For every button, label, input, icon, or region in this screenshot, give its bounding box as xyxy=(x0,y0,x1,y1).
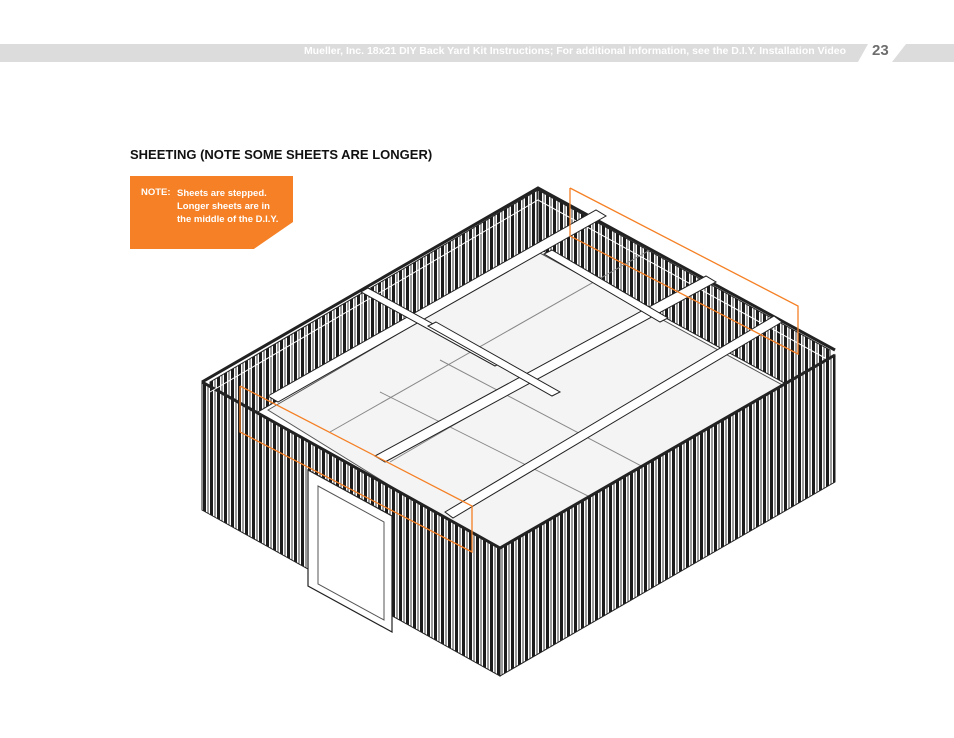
page-number: 23 xyxy=(872,42,889,59)
section-title: SHEETING (NOTE SOME SHEETS ARE LONGER) xyxy=(130,147,433,162)
note-text: Sheets are stepped. Longer sheets are in… xyxy=(177,188,279,225)
note-callout: NOTE: Sheets are stepped. Longer sheets … xyxy=(130,176,293,249)
note-label: NOTE: xyxy=(141,187,171,198)
header-title: Mueller, Inc. 18x21 DIY Back Yard Kit In… xyxy=(303,45,846,57)
building-frame-illustration xyxy=(201,186,836,677)
header-band xyxy=(0,44,954,62)
